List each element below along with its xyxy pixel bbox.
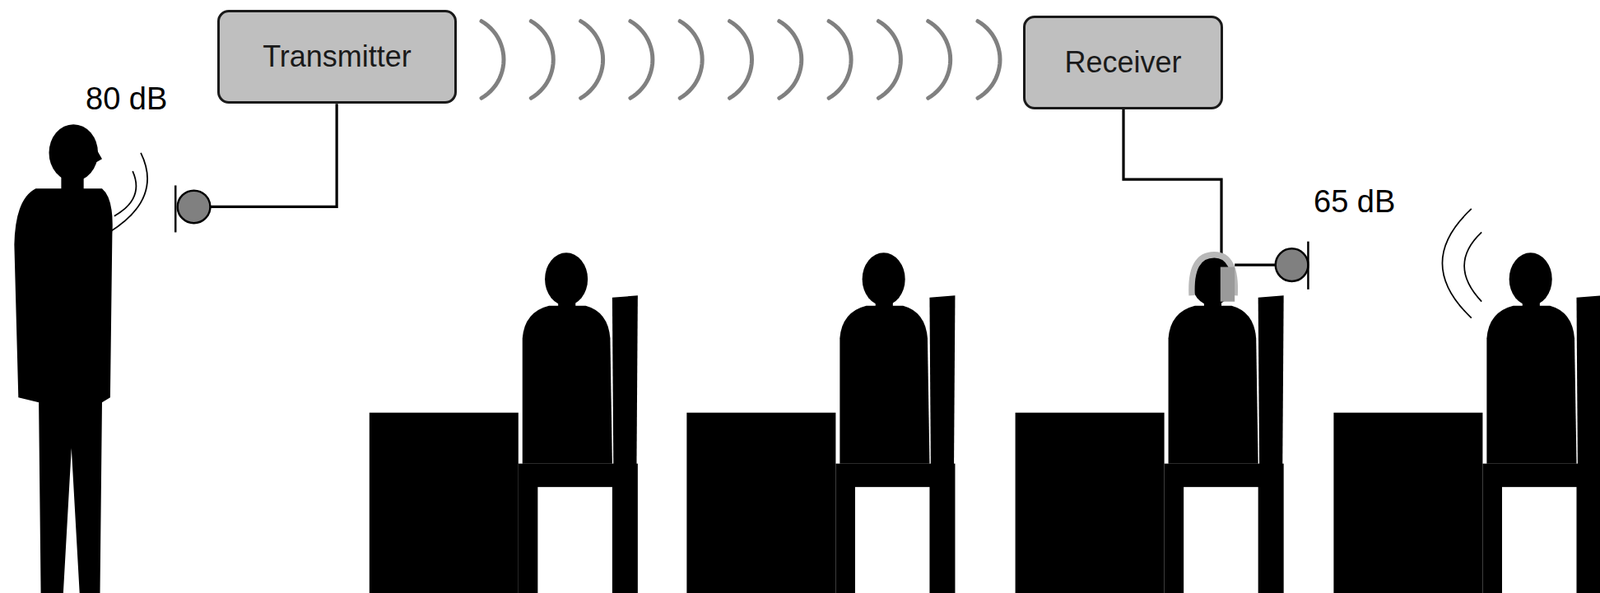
device-label: Transmitter xyxy=(262,39,412,75)
sound-level: 80 dB xyxy=(85,82,168,116)
device-box: Transmitter xyxy=(217,9,457,104)
sound-waves xyxy=(1441,209,1482,319)
device-label: Receiver xyxy=(1064,45,1182,80)
radio-signal xyxy=(481,21,1000,99)
student-desk xyxy=(1015,252,1284,593)
transmitter-microphone xyxy=(175,103,337,233)
student-desk xyxy=(369,252,638,593)
receiver-headphone xyxy=(1123,109,1308,303)
sound-level: 65 dB xyxy=(1313,185,1396,219)
teacher-silhouette xyxy=(13,124,112,593)
device-box: Receiver xyxy=(1023,15,1224,110)
student-desk xyxy=(1333,252,1600,593)
voice-waves xyxy=(109,153,148,233)
student-desk xyxy=(686,252,955,593)
